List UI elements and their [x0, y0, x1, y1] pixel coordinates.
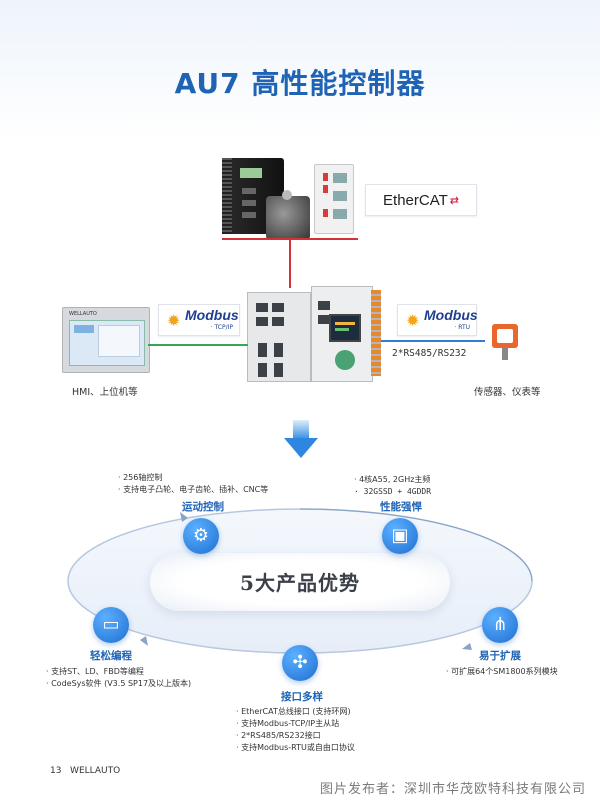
motion-control-title: 运动控制 [182, 501, 224, 513]
interfaces-bullet-1: · EtherCAT总线接口 (支持环网) [236, 707, 351, 716]
ethercat-text: EtherCAT [383, 191, 448, 209]
servo-motor-image [266, 190, 310, 240]
motion-bullet-1: · 256轴控制 [118, 473, 163, 482]
programming-bullet-1: · 支持ST、LD、FBD等编程 [46, 667, 144, 676]
hmi-caption: HMI、上位机等 [72, 387, 138, 398]
performance-title: 性能强悍 [380, 501, 422, 513]
au7-controller-image [247, 286, 381, 382]
io-module-image [314, 164, 354, 234]
center-highlight [150, 553, 450, 611]
modbus-tcp-logo: ✹ Modbus · TCP/IP [158, 304, 240, 336]
expansion-bullet-1: · 可扩展64个SM1800系列模块 [446, 667, 558, 676]
modbus-rtu-brand: Modbus [424, 307, 478, 323]
interfaces-title: 接口多样 [281, 691, 323, 703]
programming-title: 轻松编程 [90, 650, 132, 662]
expansion-title: 易于扩展 [479, 650, 521, 662]
header-background [0, 0, 600, 140]
monitor-code-icon: ▭ [93, 607, 129, 643]
modbus-tcp-brand: Modbus [185, 307, 239, 323]
modbus-rtu-logo: ✹ Modbus · RTU [397, 304, 478, 336]
down-arrow-icon [284, 420, 318, 460]
motion-bullet-2: · 支持电子凸轮、电子齿轮、插补、CNC等 [118, 485, 269, 494]
ethercat-bus-line [222, 238, 358, 240]
footer-brand: WELLAUTO [70, 766, 121, 776]
programming-bullet-2: · CodeSys软件 (V3.5 SP17及以上版本) [46, 679, 192, 688]
chip-icon: ▣ [382, 518, 418, 554]
ethercat-arrow-icon: ⇄ [449, 194, 459, 207]
performance-bullet-2: · 32GSSD + 4GDDR [354, 487, 432, 496]
publisher-watermark: 图片发布者：深圳市华茂欧特科技有限公司 [319, 782, 586, 797]
modbus-rtu-sub: · RTU [454, 324, 470, 331]
center-title: 5大产品优势 [240, 571, 360, 595]
sensor-image [486, 318, 526, 362]
interfaces-bullet-2: · 支持Modbus-TCP/IP主从站 [236, 719, 340, 728]
interfaces-bullet-3: · 2*RS485/RS232接口 [236, 731, 321, 740]
hmi-brand-label: WELLAUTO [69, 311, 97, 317]
ethercat-logo: EtherCAT ⇄ [365, 184, 477, 216]
page-number: 13 [50, 766, 62, 776]
modbus-gear-icon: ✹ [406, 311, 420, 330]
rtu-connection-line [381, 340, 485, 342]
hmi-panel-image: WELLAUTO [62, 307, 150, 373]
page-title: AU7 高性能控制器 [174, 67, 426, 100]
sensor-caption: 传感器、仪表等 [474, 387, 541, 398]
network-expand-icon: ⋔ [482, 607, 518, 643]
modbus-tcp-sub: · TCP/IP [210, 324, 233, 331]
page-footer: 13 WELLAUTO [50, 766, 120, 776]
interface-atom-icon: ✣ [282, 645, 318, 681]
performance-bullet-1: · 4核A55, 2GHz主频 [354, 475, 431, 484]
gears-icon: ⚙ [183, 518, 219, 554]
ethercat-drop-line [289, 240, 291, 288]
modbus-gear-icon: ✹ [167, 311, 181, 330]
rs485-label: 2*RS485/RS232 [392, 348, 467, 359]
interfaces-bullet-4: · 支持Modbus-RTU或自由口协议 [236, 743, 355, 752]
tcp-connection-line [148, 344, 248, 346]
